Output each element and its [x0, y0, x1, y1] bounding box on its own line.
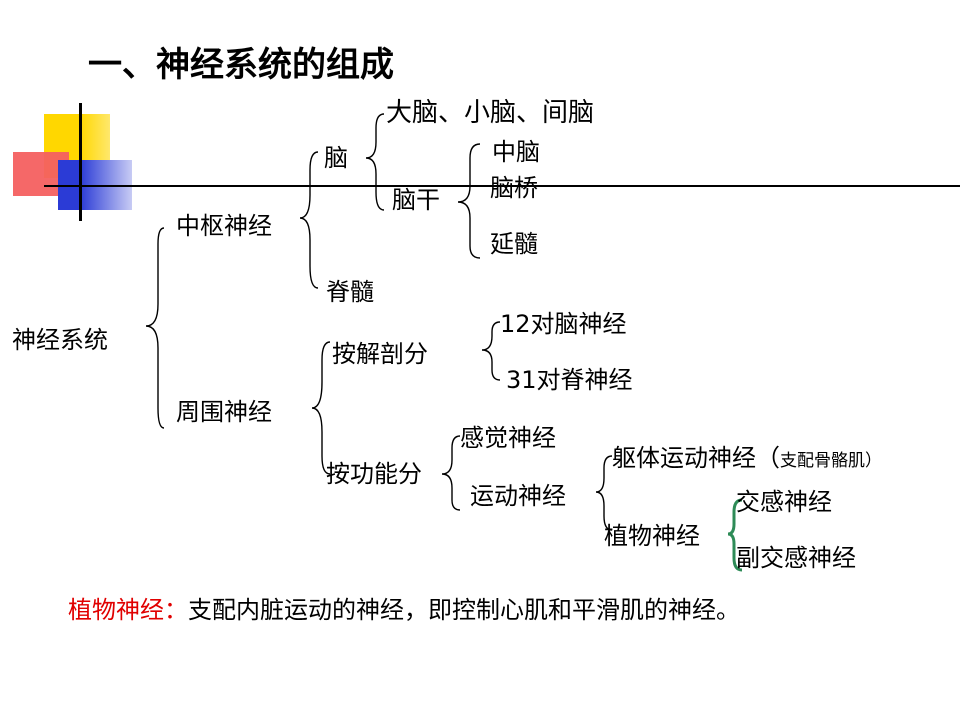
node-somatic-motor: 躯体运动神经（支配骨骼肌）	[612, 446, 882, 470]
logo-fade	[80, 112, 140, 212]
node-by-anatomy: 按解剖分	[332, 340, 428, 368]
somatic-motor-label: 躯体运动神经	[612, 444, 756, 472]
node-peripheral-nervous: 周围神经	[176, 398, 272, 426]
node-autonomic: 植物神经	[604, 522, 700, 550]
node-cerebrum-group: 大脑、小脑、间脑	[386, 98, 595, 128]
node-cranial-nerves: 12对脑神经	[500, 310, 627, 338]
bracket-anatomy	[481, 321, 501, 381]
somatic-paren-open: （	[756, 444, 780, 472]
note-term: 植物神经：	[68, 596, 188, 624]
bracket-peripheral	[311, 341, 331, 475]
node-pons: 脑桥	[490, 174, 538, 202]
node-sensory-nerves: 感觉神经	[460, 424, 556, 452]
bracket-motor	[595, 455, 613, 531]
note-text: 支配内脏运动的神经，即控制心肌和平滑肌的神经。	[188, 596, 740, 624]
node-motor-nerves: 运动神经	[470, 482, 566, 510]
bracket-brain	[365, 113, 385, 211]
node-spinal-cord: 脊髓	[326, 278, 374, 306]
bracket-brainstem	[457, 143, 481, 259]
bracket-root	[145, 227, 165, 429]
node-central-nervous: 中枢神经	[176, 212, 272, 240]
logo-horizontal-line	[44, 185, 960, 187]
node-midbrain: 中脑	[492, 138, 540, 166]
node-brain: 脑	[324, 144, 348, 172]
bracket-autonomic-green	[727, 498, 743, 572]
bracket-central	[299, 151, 319, 289]
node-spinal-nerves: 31对脊神经	[506, 366, 633, 394]
definition-note: 植物神经：支配内脏运动的神经，即控制心肌和平滑肌的神经。	[68, 598, 740, 622]
node-nervous-system: 神经系统	[12, 326, 108, 354]
page-title: 一、神经系统的组成	[88, 45, 394, 85]
node-medulla: 延髓	[490, 230, 538, 258]
node-brainstem: 脑干	[392, 186, 440, 214]
node-parasympathetic: 副交感神经	[736, 544, 856, 572]
node-by-function: 按功能分	[326, 460, 422, 488]
logo-vertical-line	[79, 103, 82, 221]
node-sympathetic: 交感神经	[736, 488, 832, 516]
somatic-motor-note: 支配骨骼肌）	[780, 451, 882, 471]
bracket-function	[441, 435, 461, 511]
